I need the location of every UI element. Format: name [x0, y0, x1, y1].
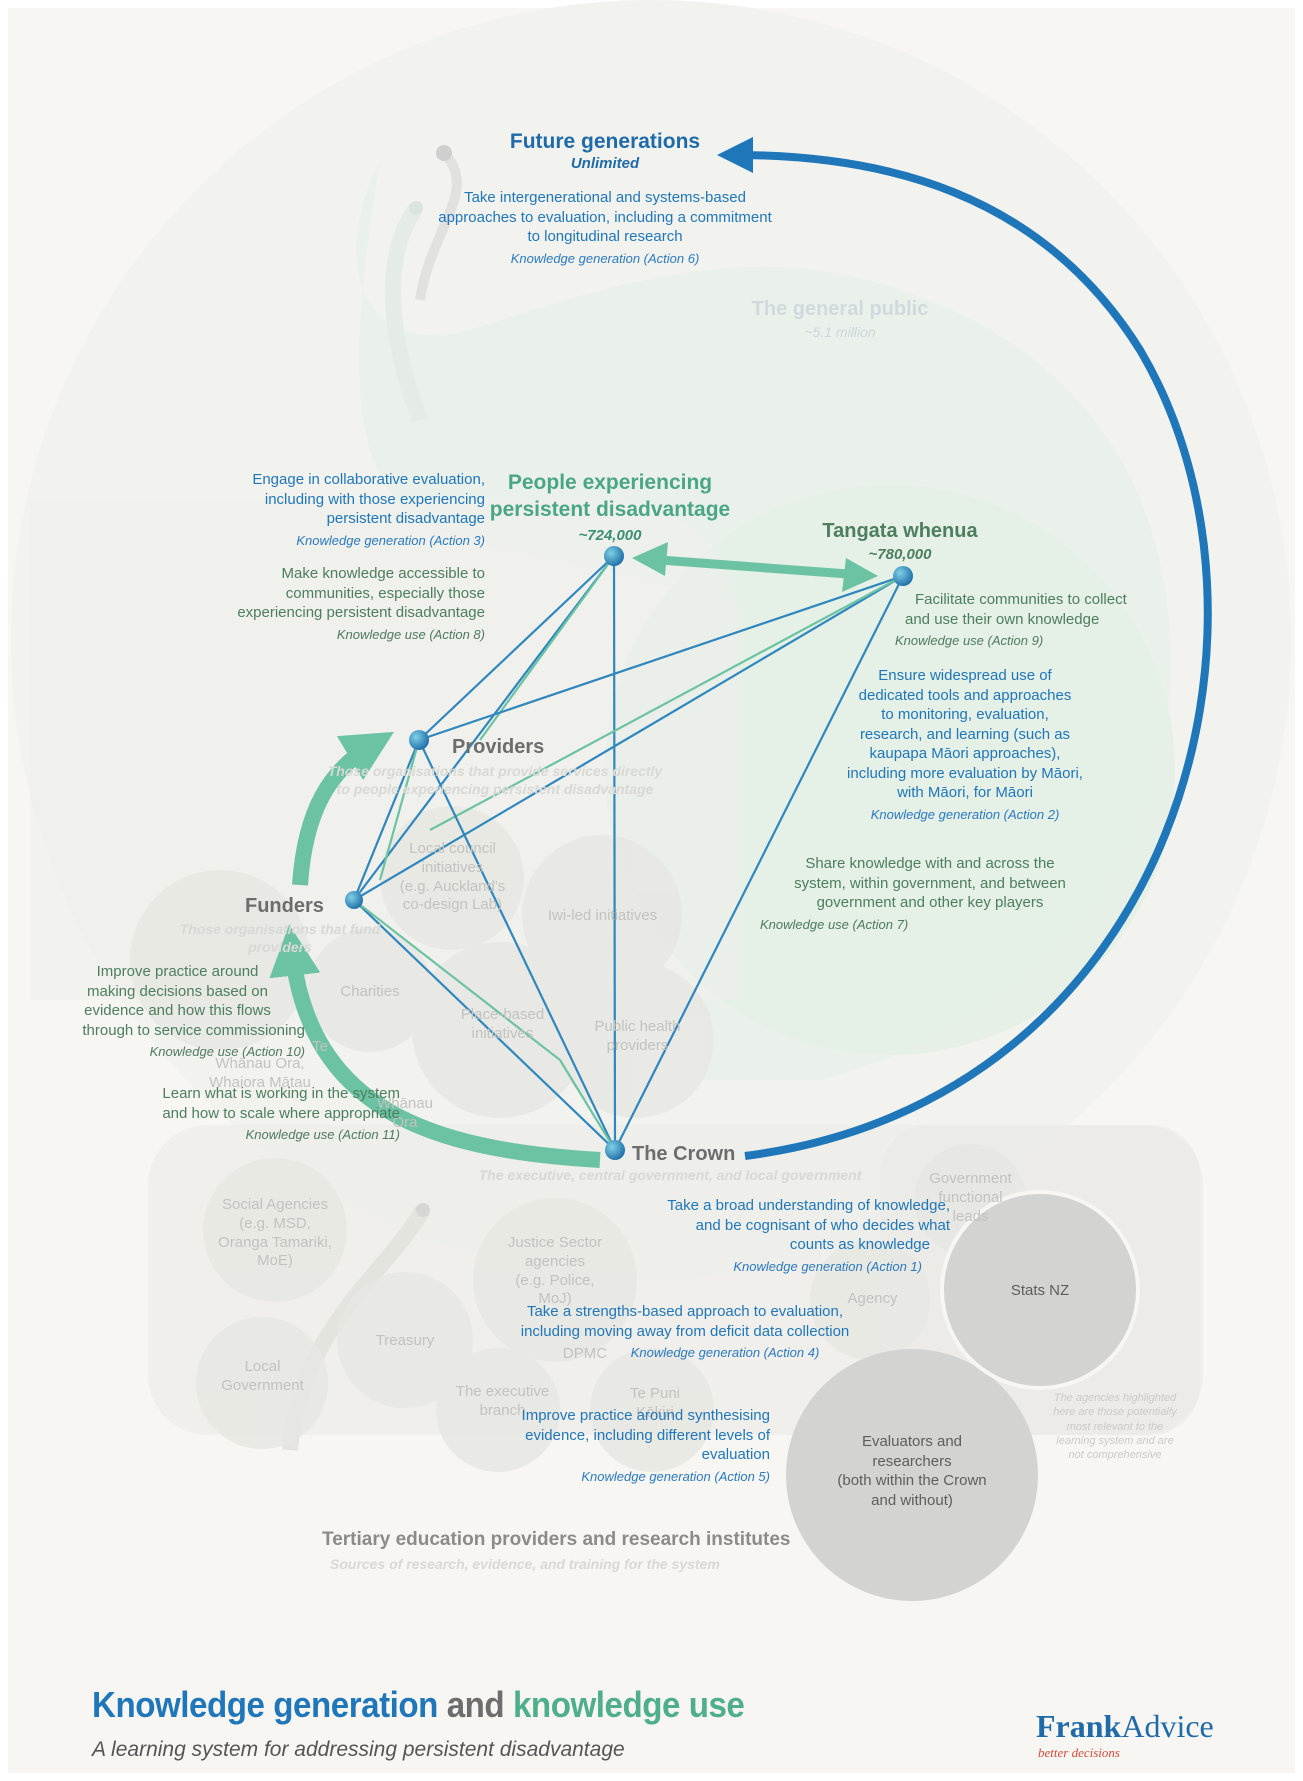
future-generations-sub: Unlimited [570, 155, 640, 172]
dot-future [436, 145, 452, 161]
arc-crown-to-future [717, 137, 1212, 1160]
bubble-label-whanau-ora-mataua: Whānau Ora,Whaiora Mātau [209, 1055, 311, 1091]
bubble-te-puni [590, 1348, 714, 1472]
tertiary-title: Tertiary education providers and researc… [322, 1529, 791, 1550]
bubble-label-social: Social Agencies(e.g. MSD,Oranga Tamariki… [218, 1196, 332, 1270]
general-public-sub: ~5.1 million [804, 324, 876, 340]
bubble-agency [810, 1240, 930, 1360]
future-generations-title: Future generations [509, 130, 701, 153]
bubble-place-based [412, 942, 588, 1118]
bubble-label-iwi: Iwi-led initiatives [547, 907, 658, 924]
arc-crown-to-funders [269, 924, 601, 1168]
funders-title: Funders [245, 895, 324, 917]
action-1: Take a broad understanding of knowledge,… [667, 1197, 950, 1274]
bubble-evaluators [786, 1349, 1038, 1601]
arc-funders-to-providers [292, 731, 394, 886]
dot-crown [605, 1140, 625, 1160]
dot-people [604, 546, 624, 566]
dot-providers [409, 730, 429, 750]
brand-tagline: better decisions [1038, 1745, 1120, 1760]
stats-nz-label: Stats NZ [1010, 1282, 1070, 1299]
tertiary-sub: Sources of research, evidence, and train… [330, 1556, 720, 1572]
action-3: Engage in collaborative evaluation,inclu… [252, 471, 485, 548]
crown-sub: The executive, central government, and l… [478, 1167, 862, 1183]
bubble-exec [436, 1348, 560, 1472]
bubble-funders-area [130, 870, 310, 1050]
providers-title: Providers [452, 736, 545, 758]
poster-subtitle: A learning system for addressing persist… [92, 1738, 625, 1761]
bubble-local-council [380, 806, 524, 950]
providers-sub: Those organisations that provide service… [327, 763, 663, 798]
action-4: Take a strengths-based approach to evalu… [520, 1303, 850, 1360]
bubble-label-dpmc: DPMC [562, 1345, 608, 1362]
bubble-charities [308, 928, 432, 1052]
bubble-label-charities: Charities [340, 983, 400, 1000]
poster-title: Knowledge generation and knowledge use [92, 1684, 745, 1725]
brand-logo: FrankAdvice [1036, 1708, 1214, 1744]
bubble-label-agency: Agency [847, 1290, 898, 1307]
bubble-justice [473, 1198, 637, 1362]
network-lines [352, 555, 904, 1151]
people-sub: ~724,000 [578, 527, 642, 544]
dot-future-small [409, 201, 423, 215]
crown-title: The Crown [632, 1143, 736, 1165]
bubble-stats-nz [940, 1190, 1140, 1390]
bubble-public-health [558, 962, 714, 1118]
tangata-whenua-sub: ~780,000 [868, 546, 932, 563]
action-6: Take intergenerational and systems-based… [438, 189, 772, 266]
node-dots [345, 145, 913, 1217]
bubble-local-gov [196, 1317, 328, 1449]
dot-tangata [893, 566, 913, 586]
double-arrow-people-tangata [632, 542, 878, 592]
tangata-whenua-title: Tangata whenua [822, 520, 978, 542]
bubble-social [203, 1158, 347, 1302]
general-public-title: The general public [751, 298, 929, 320]
dot-tertiary [416, 1203, 430, 1217]
bubble-iwi [522, 835, 682, 995]
bubble-treasury [337, 1272, 473, 1408]
bubble-label-treasury: Treasury [375, 1332, 435, 1349]
dot-funders [345, 891, 363, 909]
bubble-label-te: Te [312, 1038, 328, 1055]
